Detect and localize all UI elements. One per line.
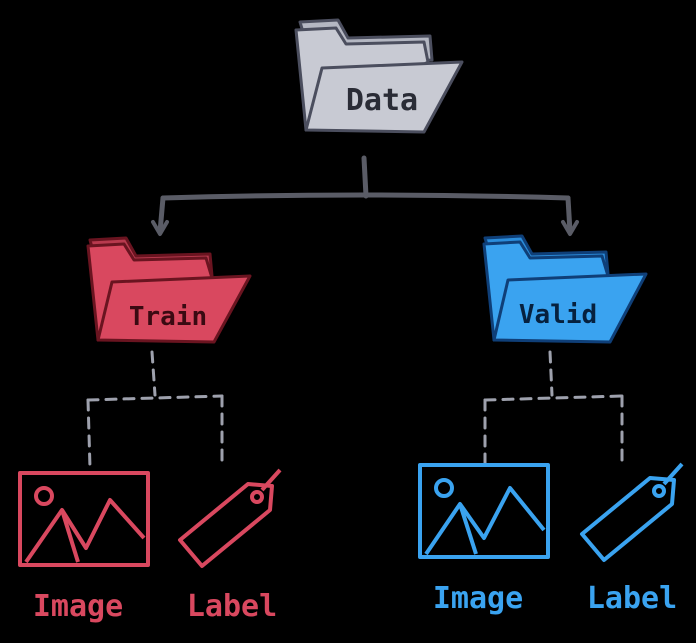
valid-branch-line: [483, 394, 624, 402]
train-stem: [150, 350, 157, 397]
tag-icon: [580, 462, 684, 562]
valid-label-label: Label: [587, 581, 677, 616]
root-stem: [361, 155, 369, 199]
root-branch-line: [160, 192, 571, 201]
train-image-label: Image: [33, 589, 123, 624]
valid-image-node: Image: [418, 463, 550, 616]
root-left-drop: [157, 195, 166, 235]
train-label-label: Label: [187, 589, 277, 624]
folder-icon: [86, 236, 252, 344]
folder-icon: [294, 18, 464, 134]
train-label-node: Label: [178, 468, 282, 624]
train-left-drop: [86, 398, 92, 470]
image-icon: [18, 471, 150, 567]
tag-icon: [178, 468, 282, 568]
valid-label: Valid: [519, 300, 597, 330]
root-folder: Data: [294, 18, 464, 134]
image-icon: [418, 463, 550, 559]
arrow-head-right: [561, 220, 579, 236]
valid-connector: [483, 350, 624, 470]
train-branch-line: [86, 394, 224, 402]
arrow-head-left: [151, 220, 169, 236]
folder-icon: [482, 234, 648, 344]
root-label: Data: [346, 83, 418, 118]
train-folder: Train: [86, 236, 252, 344]
train-image-node: Image: [18, 471, 150, 624]
valid-label-node: Label: [580, 462, 684, 616]
train-connector: [86, 350, 224, 470]
train-label: Train: [129, 302, 207, 332]
valid-folder: Valid: [482, 234, 648, 344]
valid-stem: [548, 350, 554, 397]
root-connector: [151, 155, 579, 236]
root-right-drop: [565, 195, 573, 235]
valid-image-label: Image: [433, 581, 523, 616]
